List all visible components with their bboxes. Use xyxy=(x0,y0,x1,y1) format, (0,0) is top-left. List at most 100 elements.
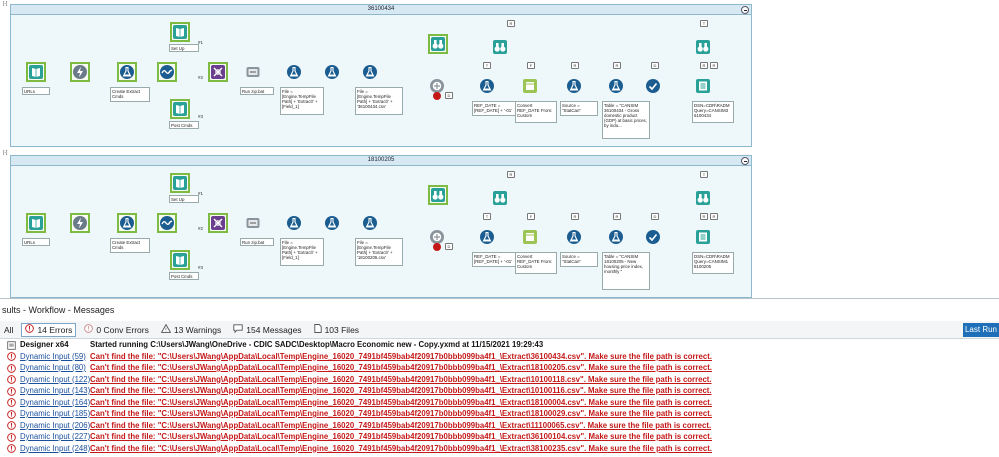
tool-f3[interactable] xyxy=(322,213,342,233)
tool-union[interactable] xyxy=(208,62,228,82)
tool-f5[interactable] xyxy=(477,76,497,96)
filter-conv-errors[interactable]: ! 0 Conv Errors xyxy=(80,323,152,337)
tool-f1[interactable] xyxy=(117,62,137,82)
container-header[interactable]: 18100205 xyxy=(11,156,751,166)
filter-errors[interactable]: ! 14 Errors xyxy=(21,322,77,337)
message-error-text[interactable]: Can't find the file: "C:\Users\JWang\App… xyxy=(90,420,712,430)
container-header[interactable]: 36100434 xyxy=(11,5,751,15)
last-run-button[interactable]: Last Run xyxy=(963,323,999,337)
message-row[interactable]: !Dynamic Input (227)Can't find the file:… xyxy=(0,431,999,443)
tool-post[interactable] xyxy=(170,250,190,270)
tool-set[interactable] xyxy=(170,22,190,42)
message-row[interactable]: !Dynamic Input (80)Can't find the file: … xyxy=(0,362,999,374)
tool-dir[interactable] xyxy=(70,62,90,82)
tool-f2[interactable] xyxy=(284,62,304,82)
message-source-link[interactable]: Dynamic Input (80) xyxy=(20,363,86,372)
tool-brs[interactable] xyxy=(428,185,448,205)
tool-f6[interactable] xyxy=(564,76,584,96)
message-error-text[interactable]: Can't find the file: "C:\Users\JWang\App… xyxy=(90,409,712,418)
message-source-link[interactable]: Dynamic Input (206) xyxy=(20,420,91,430)
message-source-link[interactable]: Dynamic Input (59) xyxy=(20,351,86,361)
tool-f3[interactable] xyxy=(322,62,342,82)
message-source-link[interactable]: Dynamic Input (185) xyxy=(20,409,91,418)
message-source-link[interactable]: Dynamic Input (227) xyxy=(20,432,91,441)
output-anchor[interactable]: D xyxy=(651,62,659,69)
tool-out[interactable] xyxy=(693,76,713,96)
collapse-button[interactable] xyxy=(741,6,749,14)
output-anchor[interactable]: D xyxy=(651,213,659,220)
output-anchor[interactable]: R xyxy=(613,213,621,220)
tool-brs3[interactable] xyxy=(693,37,713,57)
container-collapse-marker[interactable]: [-] xyxy=(3,150,8,156)
filter-files[interactable]: 103 Files xyxy=(310,323,364,337)
output-anchor[interactable]: F xyxy=(527,213,535,220)
tool-mid[interactable] xyxy=(157,213,177,233)
message-header-row[interactable]: Designer x64 Started running C:\Users\JW… xyxy=(0,339,999,351)
filter-all[interactable]: All xyxy=(0,323,17,337)
message-error-text[interactable]: Can't find the file: "C:\Users\JWang\App… xyxy=(90,397,712,407)
output-anchor[interactable]: R xyxy=(710,213,718,220)
output-anchor[interactable]: D xyxy=(445,92,453,99)
message-source-link[interactable]: Dynamic Input (248) xyxy=(20,443,91,453)
message-error-text[interactable]: Can't find the file: "C:\Users\JWang\App… xyxy=(90,351,712,361)
message-error-text[interactable]: Can't find the file: "C:\Users\JWang\App… xyxy=(90,443,712,453)
message-source-link[interactable]: Dynamic Input (122) xyxy=(20,374,91,384)
output-anchor[interactable]: R xyxy=(710,62,718,69)
tool-chk[interactable] xyxy=(643,227,663,247)
tool-f7[interactable] xyxy=(606,227,626,247)
tool-run[interactable] xyxy=(243,62,263,82)
tool-brs2[interactable] xyxy=(490,37,510,57)
tool-f5[interactable] xyxy=(477,227,497,247)
tool-set[interactable] xyxy=(170,173,190,193)
output-anchor[interactable]: R xyxy=(700,213,708,220)
output-anchor[interactable]: R xyxy=(507,20,515,27)
tool-f4[interactable] xyxy=(360,62,380,82)
output-anchor[interactable]: F xyxy=(527,62,535,69)
output-anchor[interactable]: R xyxy=(571,213,579,220)
tool-urls[interactable] xyxy=(26,213,46,233)
message-row[interactable]: !Dynamic Input (122)Can't find the file:… xyxy=(0,374,999,386)
tool-union[interactable] xyxy=(208,213,228,233)
output-anchor[interactable]: T xyxy=(483,213,491,220)
output-anchor[interactable]: R xyxy=(613,62,621,69)
tool-chk[interactable] xyxy=(643,76,663,96)
tool-brs3[interactable] xyxy=(693,188,713,208)
tool-mid[interactable] xyxy=(157,62,177,82)
message-source-link[interactable]: Dynamic Input (143) xyxy=(20,386,91,395)
tool-dt[interactable] xyxy=(520,76,540,96)
tool-dyn[interactable] xyxy=(427,227,447,247)
output-anchor[interactable]: R xyxy=(507,171,515,178)
tool-f2[interactable] xyxy=(284,213,304,233)
tool-dir[interactable] xyxy=(70,213,90,233)
tool-dt[interactable] xyxy=(520,227,540,247)
message-error-text[interactable]: Can't find the file: "C:\Users\JWang\App… xyxy=(90,432,712,441)
message-source-link[interactable]: Dynamic Input (164) xyxy=(20,397,91,407)
container-collapse-marker[interactable]: [-] xyxy=(3,1,8,7)
tool-run[interactable] xyxy=(243,213,263,233)
message-row[interactable]: !Dynamic Input (206)Can't find the file:… xyxy=(0,420,999,432)
output-anchor[interactable]: T xyxy=(700,20,708,27)
output-anchor[interactable]: T xyxy=(483,62,491,69)
message-row[interactable]: !Dynamic Input (248)Can't find the file:… xyxy=(0,443,999,455)
filter-messages[interactable]: 154 Messages xyxy=(229,323,305,337)
output-anchor[interactable]: D xyxy=(445,243,453,250)
message-error-text[interactable]: Can't find the file: "C:\Users\JWang\App… xyxy=(90,363,712,372)
tool-post[interactable] xyxy=(170,99,190,119)
tool-f6[interactable] xyxy=(564,227,584,247)
tool-f4[interactable] xyxy=(360,213,380,233)
message-row[interactable]: !Dynamic Input (164)Can't find the file:… xyxy=(0,397,999,409)
message-row[interactable]: !Dynamic Input (143)Can't find the file:… xyxy=(0,385,999,397)
output-anchor[interactable]: R xyxy=(571,62,579,69)
tool-urls[interactable] xyxy=(26,62,46,82)
tool-f1[interactable] xyxy=(117,213,137,233)
tool-f7[interactable] xyxy=(606,76,626,96)
output-anchor[interactable]: T xyxy=(700,171,708,178)
tool-dyn[interactable] xyxy=(427,76,447,96)
output-anchor[interactable]: R xyxy=(700,62,708,69)
tool-out[interactable] xyxy=(693,227,713,247)
collapse-button[interactable] xyxy=(741,157,749,165)
tool-brs[interactable] xyxy=(428,34,448,54)
filter-warnings[interactable]: ! 13 Warnings xyxy=(157,323,225,337)
tool-brs2[interactable] xyxy=(490,188,510,208)
